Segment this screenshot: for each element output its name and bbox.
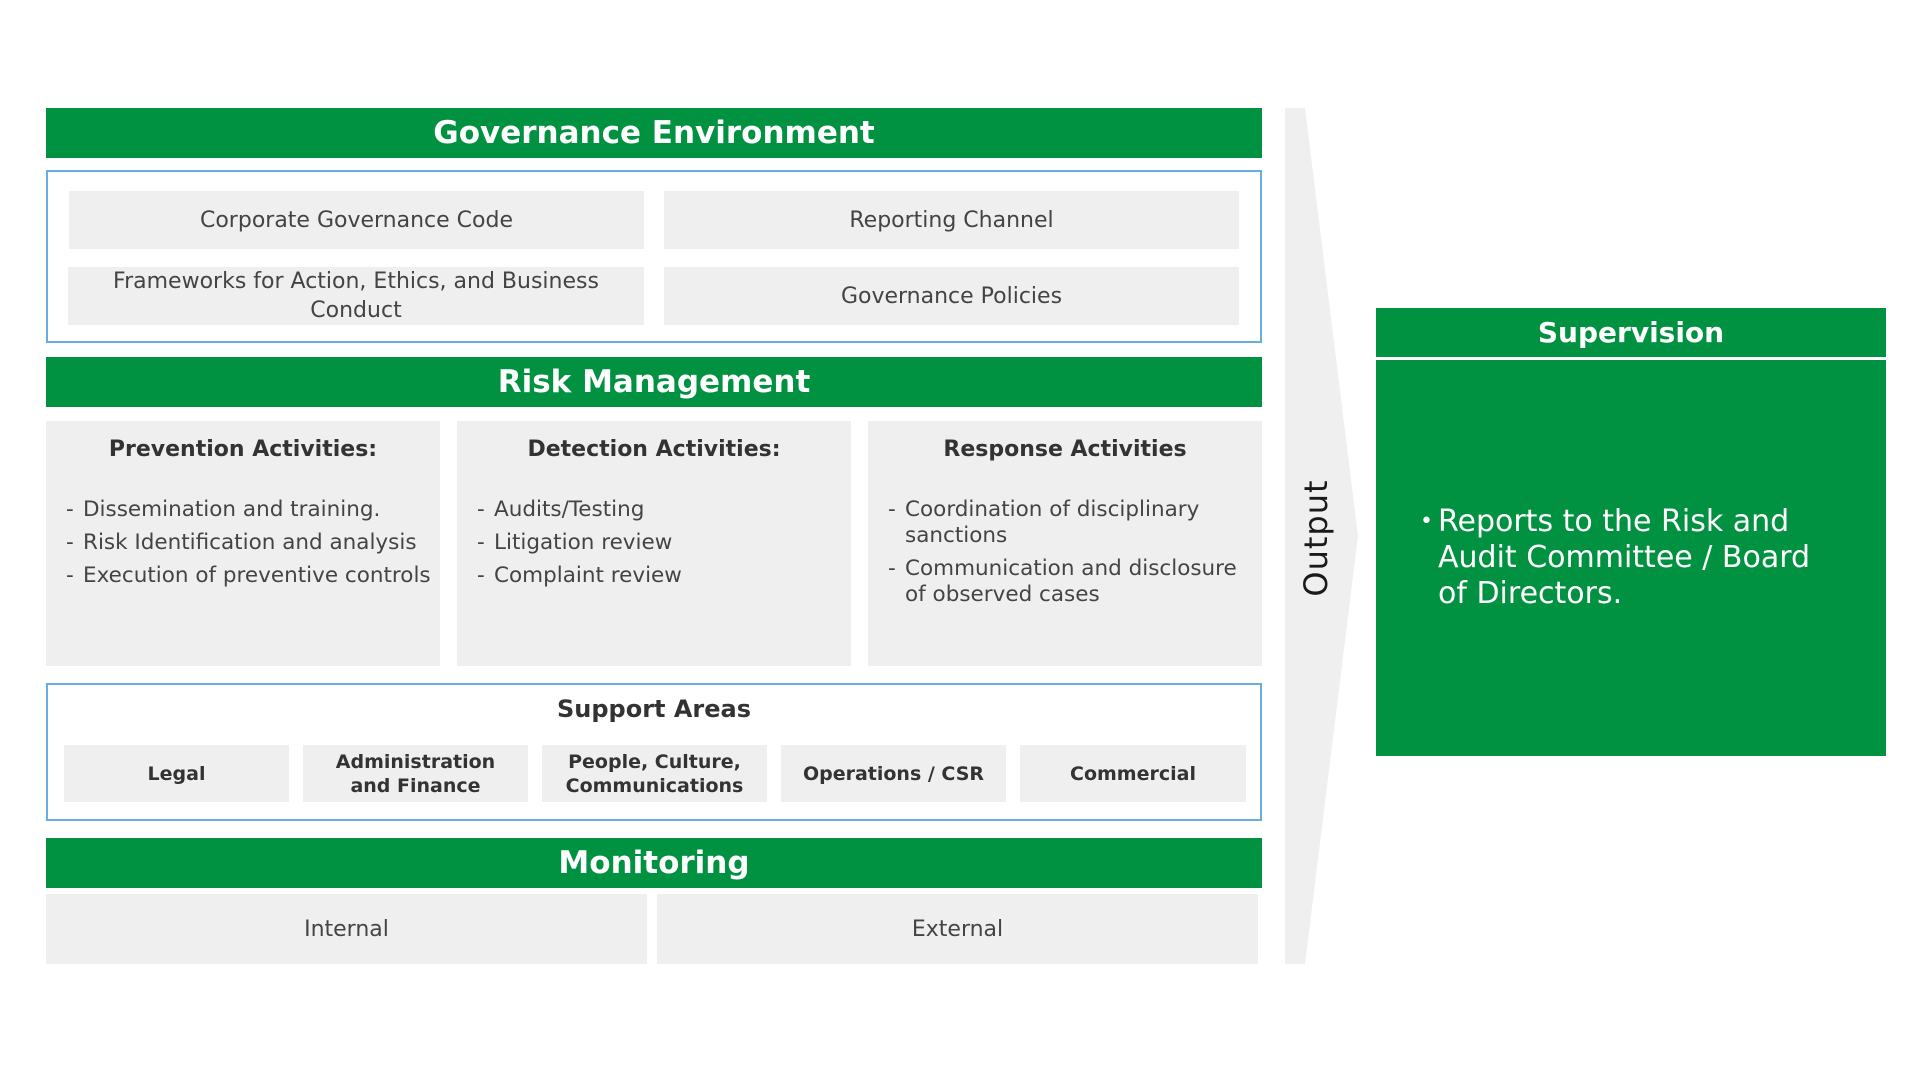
dash-marker: - [477, 563, 485, 588]
prevention-activities-title: Prevention Activities: [108, 437, 378, 462]
list-item: -Dissemination and training. [66, 497, 434, 523]
response-activities-list: -Coordination of disciplinary sanctions … [868, 497, 1262, 608]
monitoring-internal-label: Internal [304, 916, 389, 942]
response-activities-column: Response Activities -Coordination of dis… [868, 421, 1262, 666]
frameworks-label: Frameworks for Action, Ethics, and Busin… [113, 269, 599, 323]
support-areas-title: Support Areas [556, 695, 752, 723]
supervision-title: Supervision [1537, 316, 1725, 349]
reporting-channel-label: Reporting Channel [849, 207, 1054, 233]
frameworks-box: Frameworks for Action, Ethics, and Busin… [68, 267, 644, 325]
risk-management-title: Risk Management [497, 364, 811, 400]
list-item: -Complaint review [477, 563, 845, 589]
list-item-text: Coordination of disciplinary sanctions [905, 497, 1200, 548]
support-commercial-label: Commercial [1070, 762, 1196, 785]
supervision-header: Supervision [1376, 308, 1886, 357]
list-item-text: Dissemination and training. [83, 497, 381, 522]
support-people-culture-label: People, Culture, Communications [565, 750, 744, 797]
list-item-text: Complaint review [494, 563, 682, 588]
support-administration-finance-box: Administration and Finance [303, 745, 528, 802]
list-item-text: Execution of preventive controls [83, 563, 431, 588]
supervision-bullet-text: Reports to the Risk and Audit Committee … [1438, 504, 1811, 611]
support-operations-csr-label: Operations / CSR [802, 762, 985, 785]
monitoring-title: Monitoring [558, 845, 750, 881]
support-commercial-box: Commercial [1020, 745, 1246, 802]
list-item-text: Litigation review [494, 530, 673, 555]
corporate-governance-code-box: Corporate Governance Code [69, 191, 644, 249]
detection-activities-title: Detection Activities: [527, 437, 781, 462]
list-item: -Coordination of disciplinary sanctions [888, 497, 1256, 549]
governance-policies-label: Governance Policies [840, 283, 1063, 309]
support-legal-label: Legal [147, 762, 206, 785]
governance-environment-title: Governance Environment [433, 115, 875, 151]
detection-activities-column: Detection Activities: -Audits/Testing -L… [457, 421, 851, 666]
dash-marker: - [477, 530, 485, 555]
list-item-text: Risk Identification and analysis [83, 530, 417, 555]
response-activities-title: Response Activities [943, 437, 1187, 462]
support-operations-csr-box: Operations / CSR [781, 745, 1006, 802]
list-item: -Litigation review [477, 530, 845, 556]
governance-policies-box: Governance Policies [664, 267, 1239, 325]
supervision-body: • Reports to the Risk and Audit Committe… [1376, 360, 1886, 756]
corporate-governance-code-label: Corporate Governance Code [199, 207, 513, 233]
monitoring-header: Monitoring [46, 838, 1262, 888]
reporting-channel-box: Reporting Channel [664, 191, 1239, 249]
output-arrow-shape [1285, 108, 1358, 964]
list-item-text: Audits/Testing [494, 497, 645, 522]
risk-management-header: Risk Management [46, 357, 1262, 407]
monitoring-external-box: External [657, 894, 1258, 964]
prevention-activities-column: Prevention Activities: -Dissemination an… [46, 421, 440, 666]
bullet-dot: • [1420, 509, 1433, 534]
list-item: -Communication and disclosure of observe… [888, 556, 1256, 608]
list-item: -Audits/Testing [477, 497, 845, 523]
monitoring-internal-box: Internal [46, 894, 647, 964]
support-people-culture-box: People, Culture, Communications [542, 745, 767, 802]
governance-environment-header: Governance Environment [46, 108, 1262, 158]
list-item-text: Communication and disclosure of observed… [905, 556, 1237, 607]
dash-marker: - [888, 556, 896, 581]
prevention-activities-list: -Dissemination and training. -Risk Ident… [46, 497, 440, 589]
detection-activities-list: -Audits/Testing -Litigation review -Comp… [457, 497, 851, 589]
supervision-bullet: • Reports to the Risk and Audit Committe… [1420, 504, 1846, 612]
dash-marker: - [66, 497, 74, 522]
support-administration-finance-label: Administration and Finance [335, 750, 496, 797]
dash-marker: - [66, 563, 74, 588]
list-item: -Risk Identification and analysis [66, 530, 434, 556]
monitoring-external-label: External [911, 916, 1004, 942]
list-item: -Execution of preventive controls [66, 563, 434, 589]
dash-marker: - [66, 530, 74, 555]
output-label: Output [1297, 479, 1335, 597]
support-legal-box: Legal [64, 745, 289, 802]
dash-marker: - [477, 497, 485, 522]
dash-marker: - [888, 497, 896, 522]
